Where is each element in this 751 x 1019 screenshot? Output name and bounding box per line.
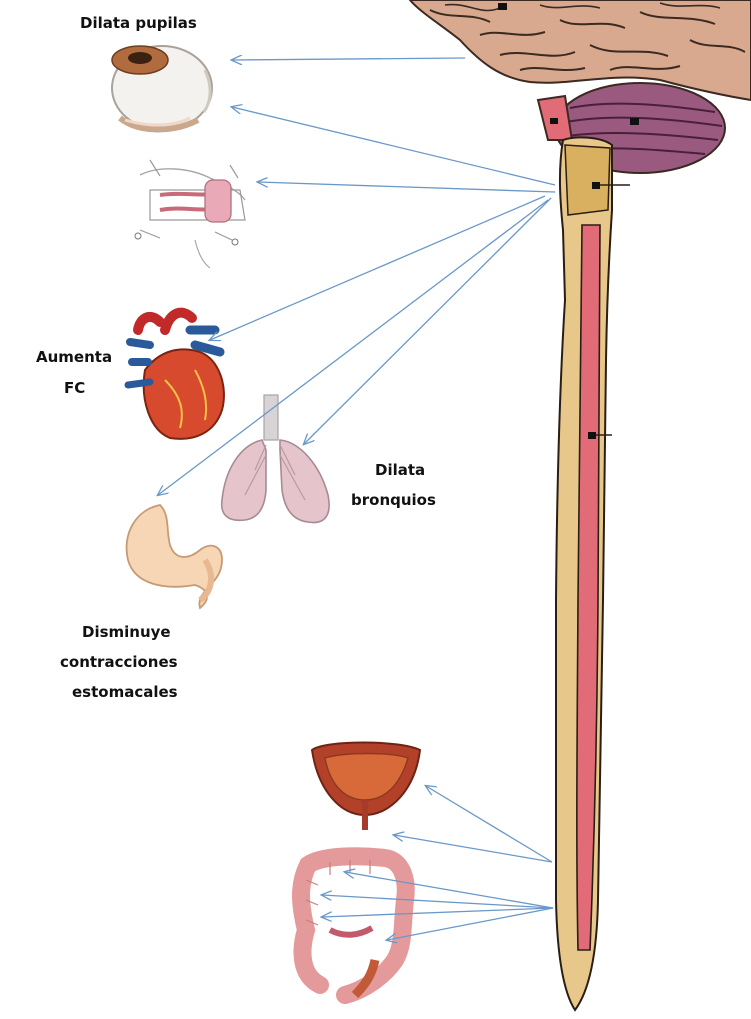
spinal-cord [556, 137, 630, 1010]
arrow-to-colon-1 [394, 835, 552, 862]
arrow-to-heart [210, 196, 545, 340]
label-aumenta: Aumenta [36, 348, 112, 366]
eye-illustration [112, 46, 212, 130]
stomach-illustration [127, 505, 222, 608]
label-contracciones: contracciones [60, 653, 178, 671]
arrow-to-eye-lower [232, 107, 555, 185]
colon-illustration [301, 856, 406, 995]
arrow-to-eye-upper [232, 58, 465, 60]
bladder-illustration [312, 743, 420, 831]
heart-illustration [128, 313, 224, 439]
label-estomacales: estomacales [72, 683, 178, 701]
label-dilata-pupilas: Dilata pupilas [80, 14, 197, 32]
label-fc: FC [64, 379, 85, 397]
arrow-to-salivary-glands [258, 182, 555, 192]
brainstem [538, 96, 572, 140]
lungs-illustration [222, 395, 329, 523]
arrow-to-lungs [304, 198, 551, 444]
brain [410, 0, 751, 100]
label-bronquios: bronquios [351, 491, 436, 509]
label-dilata: Dilata [375, 461, 425, 479]
salivary-glands-illustration [135, 160, 245, 268]
arrow-to-colon-4 [322, 908, 553, 917]
label-disminuye: Disminuye [82, 623, 171, 641]
